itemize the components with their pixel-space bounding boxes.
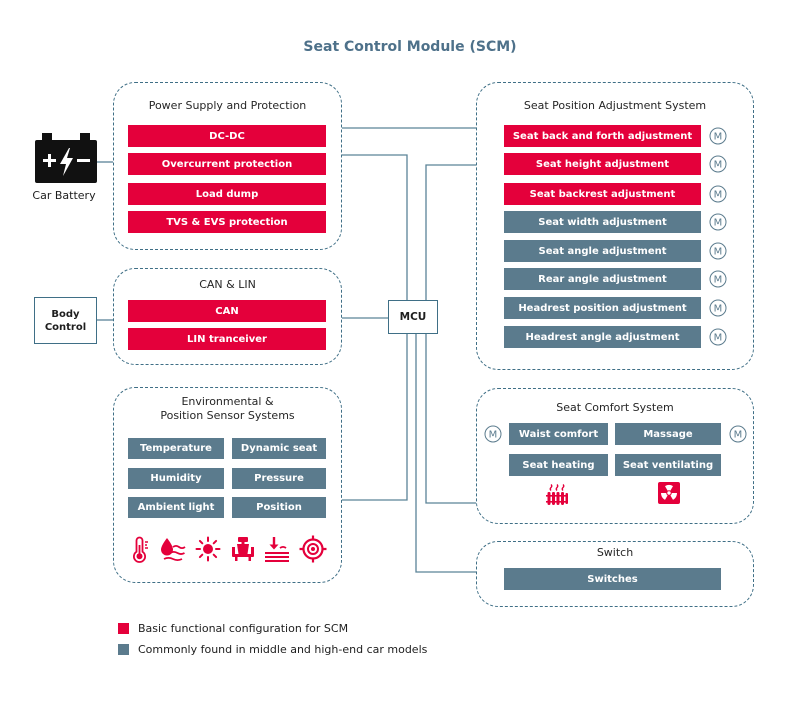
body-control-box: Body Control [34,297,97,344]
diagram-title: Seat Control Module (SCM) [303,39,517,55]
connector-mcu-comfort [425,334,476,504]
can-lin-title: CAN & LIN [199,278,256,291]
motor-icon: M [729,425,747,443]
motor-icon: M [709,127,727,145]
massage-block: Massage [615,423,721,445]
position-sensor-block: Position [232,497,326,518]
can-block: CAN [128,300,326,322]
motor-symbol: M [714,132,723,143]
seat-angle-adjustment-block: Seat angle adjustment [504,240,701,262]
sensor-systems-title-line1: Environmental & [181,395,274,408]
seat-width-adjustment-block: Seat width adjustment [504,211,701,233]
motor-icon: M [709,155,727,173]
seat-back-forth-adjustment-block: Seat back and forth adjustment [504,125,701,147]
seat-position-title: Seat Position Adjustment System [523,99,707,112]
motor-symbol: M [714,190,723,201]
sensor-systems-title-line2: Position Sensor Systems [160,409,295,422]
seat-heating-block: Seat heating [509,454,608,476]
motor-symbol: M [714,304,723,315]
thermometer-icon [133,536,148,563]
motor-symbol: M [734,430,743,441]
car-battery-label: Car Battery [32,189,96,202]
tvs-evs-protection-block: TVS & EVS protection [128,211,326,233]
motor-icon: M [709,299,727,317]
legend-label-basic: Basic functional configuration for SCM [138,622,349,635]
motor-icon: M [484,425,502,443]
pressure-sensor-block: Pressure [232,468,326,489]
connector-power-mcu [342,154,408,300]
body-control-label-line1: Body [51,308,80,320]
seat-icon [232,537,254,561]
motor-icon: M [709,270,727,288]
switches-block: Switches [504,568,721,590]
motor-icon: M [709,213,727,231]
dc-dc-block: DC-DC [128,125,326,147]
motor-icon: M [709,185,727,203]
switch-group: Switch Switches [476,541,754,607]
switch-title: Switch [596,546,634,559]
motor-icon: M [709,242,727,260]
humidity-sensor-block: Humidity [128,468,224,489]
target-icon [299,535,327,563]
power-supply-group: Power Supply and Protection DC-DC Overcu… [113,82,342,250]
body-control-label-line2: Control [44,321,87,333]
load-dump-block: Load dump [128,183,326,205]
motor-symbol: M [714,160,723,171]
seat-ventilating-block: Seat ventilating [615,454,721,476]
legend-swatch-common [118,644,129,655]
motor-icon: M [709,328,727,346]
legend-swatch-basic [118,623,129,634]
seat-backrest-adjustment-block: Seat backrest adjustment [504,183,701,205]
rear-angle-adjustment-block: Rear angle adjustment [504,268,701,290]
motor-symbol: M [489,430,498,441]
connector-mcu-switch [415,334,476,573]
connector-seat-position-mcu [425,164,476,300]
power-supply-title: Power Supply and Protection [148,99,307,112]
motor-symbol: M [714,247,723,258]
dynamic-seat-sensor-block: Dynamic seat [232,438,326,459]
temperature-sensor-block: Temperature [128,438,224,459]
legend-label-common: Commonly found in middle and high-end ca… [138,643,428,656]
mcu-label: MCU [399,311,427,323]
heater-icon [546,484,568,505]
headrest-position-adjustment-block: Headrest position adjustment [504,297,701,319]
car-battery-icon [35,133,97,183]
motor-symbol: M [714,218,723,229]
waist-comfort-block: Waist comfort [509,423,608,445]
pressure-icon [265,537,289,562]
sensor-systems-group: Environmental & Position Sensor Systems … [113,387,342,583]
overcurrent-protection-block: Overcurrent protection [128,153,326,175]
connector-mcu-sensors [342,334,408,501]
motor-symbol: M [714,275,723,286]
seat-comfort-group: Seat Comfort System M Waist comfort Mass… [476,388,754,524]
seat-position-group: Seat Position Adjustment System Seat bac… [476,82,754,370]
headrest-angle-adjustment-block: Headrest angle adjustment [504,326,701,348]
ambient-light-sensor-block: Ambient light [128,497,224,518]
ventilation-icon [658,482,680,504]
sun-icon [195,536,221,562]
mcu-box: MCU [388,300,438,334]
motor-symbol: M [714,333,723,344]
seat-height-adjustment-block: Seat height adjustment [504,153,701,175]
seat-comfort-title: Seat Comfort System [556,401,674,414]
sensor-systems-title: Environmental & Position Sensor Systems [114,395,341,423]
humidity-icon [161,538,186,562]
lin-transceiver-block: LIN tranceiver [128,328,326,350]
can-lin-group: CAN & LIN CAN LIN tranceiver [113,268,342,365]
